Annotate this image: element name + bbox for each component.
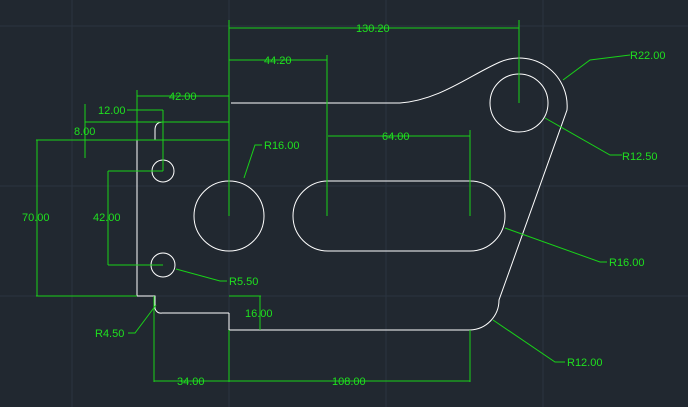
dim-108: 108.00: [332, 376, 366, 388]
dimension-labels: 130.20 44.20 42.00 12.00 8.00 70.00 42.0…: [22, 23, 665, 388]
dim-8: 8.00: [74, 126, 95, 138]
radius-r5-5: R5.50: [229, 276, 258, 288]
part-outline: [136, 57, 568, 331]
dim-70: 70.00: [22, 212, 50, 224]
dim-64: 64.00: [382, 131, 410, 143]
radius-r16-large-hole: R16.00: [264, 140, 299, 152]
radius-r22: R22.00: [630, 50, 665, 62]
dim-16: 16.00: [245, 308, 273, 320]
dim-130: 130.20: [356, 23, 390, 35]
dim-12: 12.00: [98, 105, 126, 117]
radius-r12: R12.00: [567, 357, 602, 369]
radius-r4-5: R4.50: [95, 328, 124, 340]
dimension-lines: [36, 20, 631, 382]
radius-r16-slot: R16.00: [609, 257, 644, 269]
dim-42-top: 42.00: [169, 91, 197, 103]
slot: [292, 180, 506, 252]
dim-34: 34.00: [177, 376, 205, 388]
dim-44: 44.20: [264, 55, 292, 67]
dim-42-left: 42.00: [93, 212, 121, 224]
radius-r12-5: R12.50: [622, 151, 657, 163]
